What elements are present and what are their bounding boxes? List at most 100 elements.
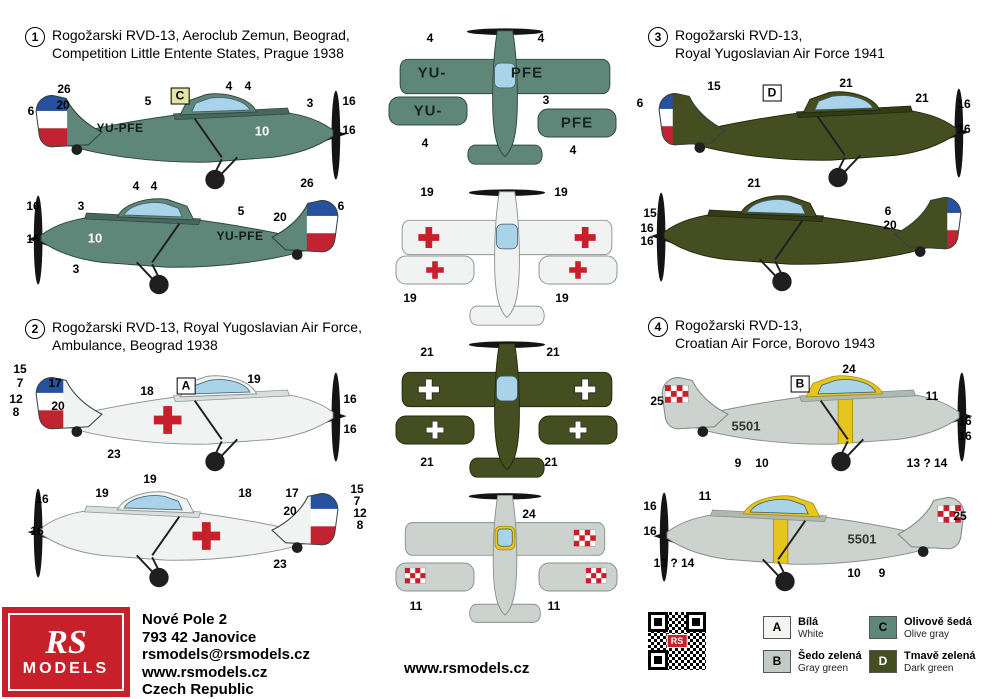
callout-number-16: 16 [26, 199, 40, 213]
section-2-title-line1: Rogožarski RVD-13, Royal Yugoslavian Air… [52, 319, 362, 335]
callout-number-18: 18 [238, 486, 252, 500]
croatian-checkerboard [664, 384, 689, 404]
address-line-2: 793 42 Janovice [142, 628, 257, 646]
callout-number-10: 10 [847, 566, 861, 580]
callout-number-4: 4 [537, 31, 545, 45]
callout-number-7: 7 [16, 376, 24, 390]
rs-models-logo: RS MODELS [2, 607, 130, 697]
address-line-1: Nové Pole 2 [142, 611, 228, 628]
color-swatch-a: A [763, 616, 791, 639]
callout-number-3: 3 [306, 96, 314, 110]
callout-number-25: 25 [650, 394, 664, 408]
section-1-number: 1 [25, 27, 45, 47]
callout-number-16: 16 [343, 422, 357, 436]
callout-number-13 ? 14: 13 ? 14 [653, 556, 695, 570]
section-2-number: 2 [25, 319, 45, 339]
callout-number-19: 19 [420, 185, 434, 199]
callout-number-24: 24 [842, 362, 856, 376]
callout-number-4: 4 [225, 79, 233, 93]
callout-number-21: 21 [544, 455, 558, 469]
callout-number-5: 5 [144, 94, 152, 108]
callout-number-6: 6 [884, 204, 892, 218]
qr-finder-icon [648, 612, 668, 632]
callout-number-6: 6 [27, 104, 35, 118]
color-marker-A: A [176, 377, 196, 395]
callout-number-23: 23 [107, 447, 121, 461]
wing-marking-text-PFE: PFE [510, 64, 544, 82]
callout-number-4: 4 [569, 143, 577, 157]
callout-number-4: 4 [421, 136, 429, 150]
croatian-checkerboard [573, 529, 597, 547]
color-marker-B: B [790, 375, 810, 393]
section-2-header: 2 Rogožarski RVD-13, Royal Yugoslavian A… [25, 318, 362, 354]
callout-number-16: 16 [342, 94, 356, 108]
callout-number-21: 21 [420, 345, 434, 359]
callout-number-4: 4 [132, 179, 140, 193]
legend-item-a: A Bílá White [763, 616, 824, 641]
registration-text-YU-PFE: YU-PFE [96, 121, 144, 135]
color-name-cz: Šedo zelená [798, 650, 862, 662]
scheme3-wing-underside-left [395, 415, 475, 445]
section-3-number: 3 [648, 27, 668, 47]
callout-number-11: 11 [547, 599, 561, 613]
scheme2-wing-underside-right [538, 255, 618, 285]
scheme4-side-profile-right [661, 372, 973, 472]
color-name-en: Olive gray [904, 629, 950, 640]
serial-number-text-5501: 5501 [731, 418, 761, 434]
callout-number-7: 7 [353, 494, 361, 508]
callout-number-13 ? 14: 13 ? 14 [906, 456, 948, 470]
callout-number-16: 16 [640, 234, 654, 248]
callout-number-8: 8 [12, 405, 20, 419]
address-block: Nové Pole 2 793 42 Janovice rsmodels@rsm… [142, 611, 310, 699]
callout-number-16: 16 [958, 414, 972, 428]
section-1-title-line1: Rogožarski RVD-13, Aeroclub Zemun, Beogr… [52, 27, 350, 43]
fuselage-number-text-10: 10 [87, 230, 103, 246]
callout-number-16: 16 [343, 392, 357, 406]
callout-number-21: 21 [839, 76, 853, 90]
callout-number-4: 4 [150, 179, 158, 193]
callout-number-4: 4 [244, 79, 252, 93]
legend-item-c: C Olivově šedá Olive gray [869, 616, 972, 641]
callout-number-6: 6 [636, 96, 644, 110]
callout-number-17: 17 [48, 376, 62, 390]
section-1-title-line2: Competition Little Entente States, Pragu… [52, 45, 344, 61]
color-name-cz: Olivově šedá [904, 616, 972, 628]
qr-finder-icon [686, 612, 706, 632]
scheme1-wing-underside-right [537, 108, 617, 138]
callout-number-15: 15 [350, 482, 364, 496]
callout-number-16: 16 [643, 524, 657, 538]
scheme1-side-profile-left [27, 195, 339, 295]
callout-number-11: 11 [698, 489, 712, 503]
callout-number-15: 15 [13, 362, 27, 376]
callout-number-18: 18 [140, 384, 154, 398]
color-swatch-b: B [763, 650, 791, 673]
callout-number-11: 11 [409, 599, 423, 613]
scheme2-side-profile-left [27, 488, 339, 588]
callout-number-16: 16 [958, 429, 972, 443]
rudder-flag [36, 95, 68, 147]
callout-number-19: 19 [555, 291, 569, 305]
color-marker-C: C [170, 87, 190, 105]
wing-marking-text-PFE: PFE [560, 114, 594, 132]
callout-number-21: 21 [747, 176, 761, 190]
callout-number-16: 16 [640, 221, 654, 235]
callout-number-26: 26 [57, 82, 71, 96]
color-swatch-d: D [869, 650, 897, 673]
scheme2-side-profile-right [35, 372, 347, 472]
callout-number-24: 24 [522, 507, 536, 521]
callout-number-3: 3 [72, 262, 80, 276]
scheme3-side-profile-right [658, 88, 970, 188]
address-email: rsmodels@rsmodels.cz [142, 646, 311, 663]
wing-marking-text-YU-: YU- [413, 102, 443, 120]
fuselage [492, 30, 518, 158]
color-swatch-c: C [869, 616, 897, 639]
qr-rs-logo: RS [666, 634, 688, 648]
qr-finder-icon [648, 650, 668, 670]
callout-number-16: 16 [957, 122, 971, 136]
section-3-title-line1: Rogožarski RVD-13, [675, 27, 803, 43]
callout-number-16: 16 [35, 492, 49, 506]
scheme4-wing-underside-right [538, 562, 618, 592]
callout-number-10: 10 [755, 456, 769, 470]
callout-number-9: 9 [734, 456, 742, 470]
legend-item-b: B Šedo zelená Gray green [763, 650, 862, 675]
